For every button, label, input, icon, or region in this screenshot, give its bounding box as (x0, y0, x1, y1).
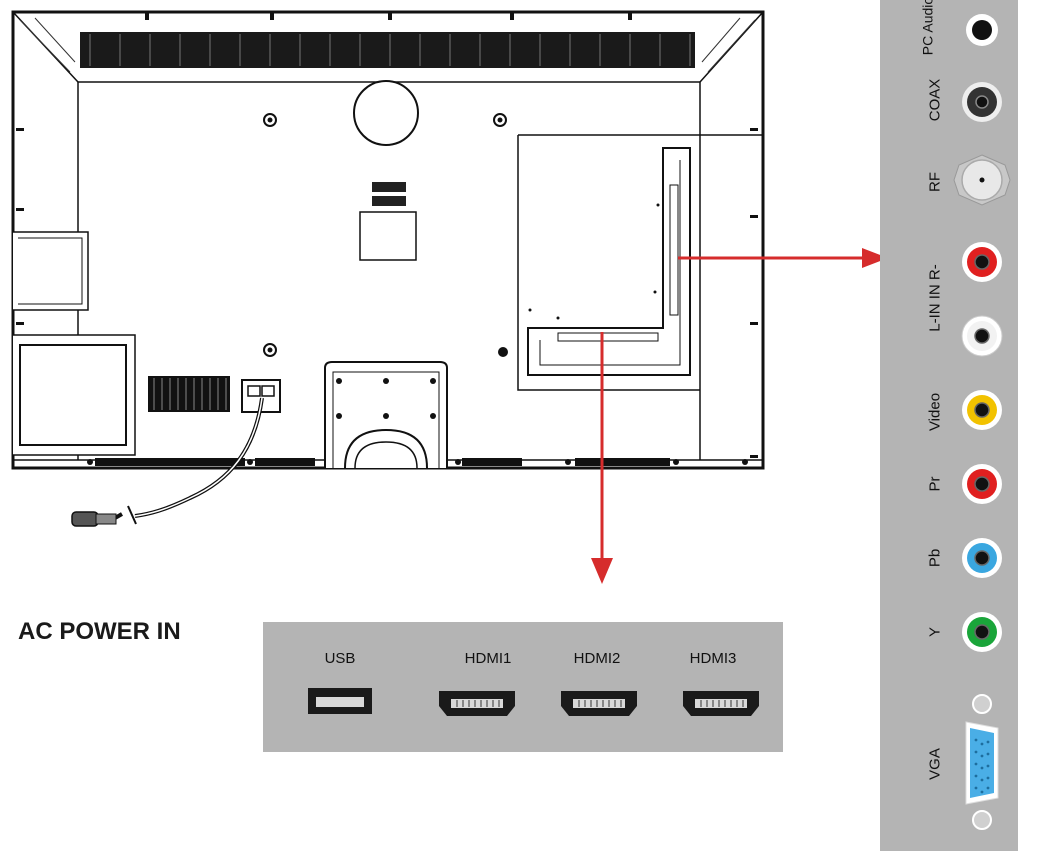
arrow-head-right-icon (862, 248, 888, 268)
pc-audio-jack-icon (966, 14, 998, 46)
pr-jack-icon (962, 464, 1002, 504)
coax-jack-icon (962, 82, 1002, 122)
hdmi-port-icon-2 (561, 691, 637, 716)
side-port-connectors (953, 14, 1011, 830)
hdmi-port-icon-1 (439, 691, 515, 716)
usb-label: USB (324, 650, 356, 667)
usb-port-icon (308, 688, 372, 714)
video-jack-icon (962, 390, 1002, 430)
tv-back-diagram (11, 10, 765, 527)
ac-power-label: AC POWER IN (18, 618, 181, 645)
vga-port-icon (965, 694, 999, 830)
bottom-port-connectors (308, 688, 759, 716)
audio-r-jack-icon (962, 242, 1002, 282)
rf-jack-icon (953, 154, 1011, 206)
y-jack-icon (962, 612, 1002, 652)
hdmi1-label: HDMI1 (464, 650, 512, 667)
pb-jack-icon (962, 538, 1002, 578)
hdmi2-label: HDMI2 (573, 650, 621, 667)
hdmi-port-icon-3 (683, 691, 759, 716)
bottom-port-panel: USB HDMI1 HDMI2 HDMI3 (263, 622, 783, 752)
arrow-head-down-icon (591, 558, 613, 584)
hdmi3-label: HDMI3 (689, 650, 737, 667)
audio-l-jack-icon (961, 315, 1003, 357)
side-port-panel: PC Audio COAX RF L-IN IN R- Video Pr Pb … (880, 0, 1018, 851)
